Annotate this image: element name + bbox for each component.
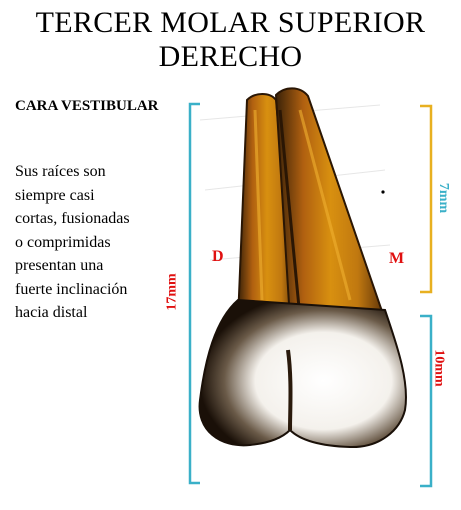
desc-line: presentan una xyxy=(15,257,104,274)
distal-label: D xyxy=(212,248,224,265)
total-bracket xyxy=(188,102,200,485)
crown xyxy=(198,298,407,449)
title-line-2: DERECHO xyxy=(158,40,303,73)
root-bracket xyxy=(420,104,433,294)
crown-measure: 10mm xyxy=(431,349,447,387)
dot-mark xyxy=(381,190,385,194)
desc-line: fuerte inclinación xyxy=(15,280,128,298)
desc-line: hacia distal xyxy=(15,304,88,321)
description-text: Sus raíces son siempre casi cortas, fusi… xyxy=(15,160,165,325)
root-measure: 7mm xyxy=(436,182,452,214)
total-measure: 17mm xyxy=(164,273,180,311)
face-subtitle: CARA VESTIBULAR xyxy=(15,98,159,114)
title-line-1: TERCER MOLAR SUPERIOR xyxy=(35,6,426,39)
page-title: TERCER MOLAR SUPERIOR DERECHO xyxy=(0,6,461,74)
desc-line: o comprimidas xyxy=(15,233,111,251)
desc-line: cortas, fusionadas xyxy=(15,210,130,227)
roots xyxy=(236,87,387,321)
desc-line: Sus raíces son xyxy=(15,163,106,180)
desc-line: siempre casi xyxy=(15,186,95,204)
mesial-label: M xyxy=(389,250,405,267)
crown-bracket xyxy=(420,314,433,488)
